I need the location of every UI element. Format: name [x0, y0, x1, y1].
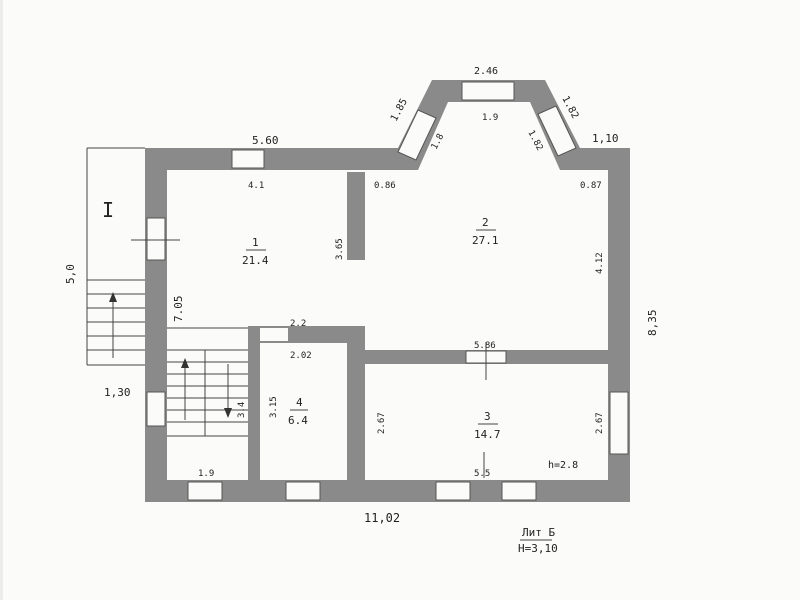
- window-bay-top: [461, 81, 515, 101]
- dim-room2-right-top: 0.87: [580, 181, 602, 191]
- dim-room1-top: 4.1: [248, 181, 264, 191]
- section-marker: I: [102, 198, 114, 222]
- arrow-down-icon: [224, 408, 232, 418]
- partition-room4-room3: [347, 326, 365, 482]
- sheet-label: Лит Б: [522, 526, 555, 539]
- room1-area: 21.4: [242, 254, 269, 267]
- dim-room4-top-outer: 2.2: [290, 319, 306, 329]
- doorway-room4: [260, 328, 288, 341]
- dim-top-left-wall: 5.60: [252, 134, 279, 147]
- wall-top-right: [580, 148, 630, 170]
- room4-number: 4: [296, 396, 303, 409]
- dim-room2-height: 4.12: [595, 252, 605, 274]
- window-bottom-4: [501, 481, 537, 501]
- sheet-height: Н=3,10: [518, 542, 558, 555]
- dim-room3-right-height: 2.67: [595, 412, 605, 434]
- partition-room1-room2: [347, 172, 365, 260]
- dim-room3-top: 5.86: [474, 341, 496, 351]
- dim-room3-left-height: 2.67: [377, 412, 387, 434]
- arrow-up-icon: [181, 358, 189, 368]
- dim-bay-top: 2.46: [474, 66, 498, 77]
- overall-height: 8,35: [646, 310, 659, 337]
- window-right: [609, 391, 629, 455]
- overall-width: 11,02: [364, 511, 400, 525]
- window-bay-right: [537, 105, 577, 157]
- doorway-room1-room2: [348, 260, 364, 326]
- opening-left-upper: [146, 217, 166, 261]
- room1-number: 1: [252, 236, 259, 249]
- dim-bay-left-diag: 1.85: [389, 97, 410, 123]
- entrance-stair: [86, 147, 180, 366]
- dim-stair-bottom: 1.9: [198, 469, 214, 479]
- dim-room2-left-top: 0.86: [374, 181, 396, 191]
- dim-partition-height: 3.65: [335, 238, 345, 260]
- room4-area: 6.4: [288, 414, 308, 427]
- window-bottom-3: [435, 481, 471, 501]
- window-left-lower: [146, 391, 166, 427]
- window-bottom-2: [285, 481, 321, 501]
- room2-area: 27.1: [472, 234, 499, 247]
- room3-area: 14.7: [474, 428, 501, 441]
- ceiling-height: h=2.8: [548, 460, 578, 471]
- stair-width: 1,30: [104, 386, 131, 399]
- window-bottom-1: [187, 481, 223, 501]
- window-bay-left: [397, 109, 437, 161]
- window-top-left: [231, 149, 265, 169]
- dim-room4-height: 3.15: [269, 396, 279, 418]
- wall-top-left: [145, 148, 398, 170]
- page-edge: [0, 0, 3, 600]
- wall-left: [145, 148, 167, 502]
- dim-stair-height: 3.4: [237, 402, 247, 418]
- arrow-up-icon: [109, 292, 117, 302]
- wall-bay: [398, 80, 580, 170]
- dim-room3-bottom: 5.5: [474, 469, 490, 479]
- stair-height-left: 5,0: [64, 264, 77, 284]
- dim-bay-inner-right: 1.82: [525, 129, 544, 153]
- room3-number: 3: [484, 410, 491, 423]
- dim-bay-inner-top: 1.9: [482, 113, 498, 123]
- interior-stair: [167, 327, 248, 437]
- partition-stair-room4: [248, 326, 260, 482]
- room2-number: 2: [482, 216, 489, 229]
- dim-room1-height: 7.05: [172, 296, 185, 323]
- dim-room4-top-inner: 2.02: [290, 351, 312, 361]
- dim-right-top-stub: 1,10: [592, 132, 619, 145]
